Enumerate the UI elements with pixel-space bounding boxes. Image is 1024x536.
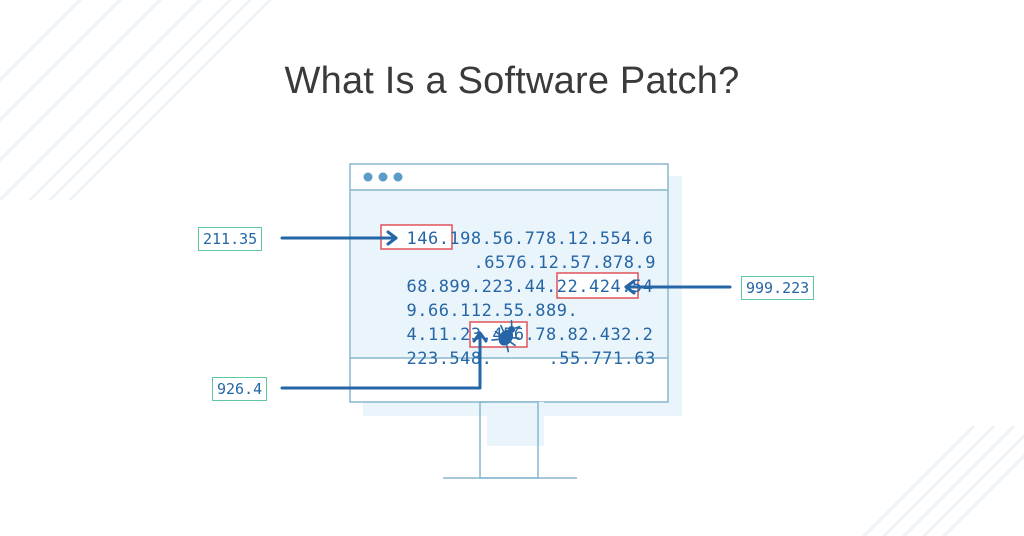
code-line-5: 4.11.23.456.78.82.432.2 — [385, 299, 653, 347]
code-line-3: 68.899.223.44.22.424.54 — [385, 251, 653, 299]
code-line-4: 9.66.112.55.889. — [385, 275, 578, 323]
arrow-up-icon — [280, 331, 488, 390]
code-text: 68.899.223.44.22.424.54 — [406, 277, 654, 297]
arrow-left-icon — [624, 279, 732, 295]
code-text: .6576.12.57.878.9 — [473, 253, 656, 273]
code-line-2: .6576.12.57.878.9 — [452, 227, 656, 275]
callout-926-4: 926.4 — [212, 377, 268, 401]
code-text: 223.548. — [406, 349, 493, 369]
bug-icon — [491, 320, 521, 353]
code-text: 4.11.23.456.78.82.432.2 — [406, 325, 654, 345]
code-line-6b: .55.771.63 — [527, 323, 656, 371]
window-dots-icon — [363, 172, 403, 182]
callout-999-223: 999.223 — [741, 276, 815, 300]
code-text: .55.771.63 — [548, 349, 656, 369]
page-title: What Is a Software Patch? — [284, 60, 740, 102]
code-text: 9.66.112.55.889. — [406, 301, 579, 321]
patch-slot-2 — [556, 272, 639, 299]
callout-211-35: 211.35 — [198, 227, 263, 251]
code-line-1: 146.198.56.778.12.554.6 — [385, 203, 653, 251]
arrow-right-icon — [280, 230, 398, 246]
monitor-stand-shadow — [487, 402, 544, 446]
code-text: 146.198.56.778.12.554.6 — [406, 229, 654, 249]
code-line-6a: 223.548. — [385, 323, 492, 371]
